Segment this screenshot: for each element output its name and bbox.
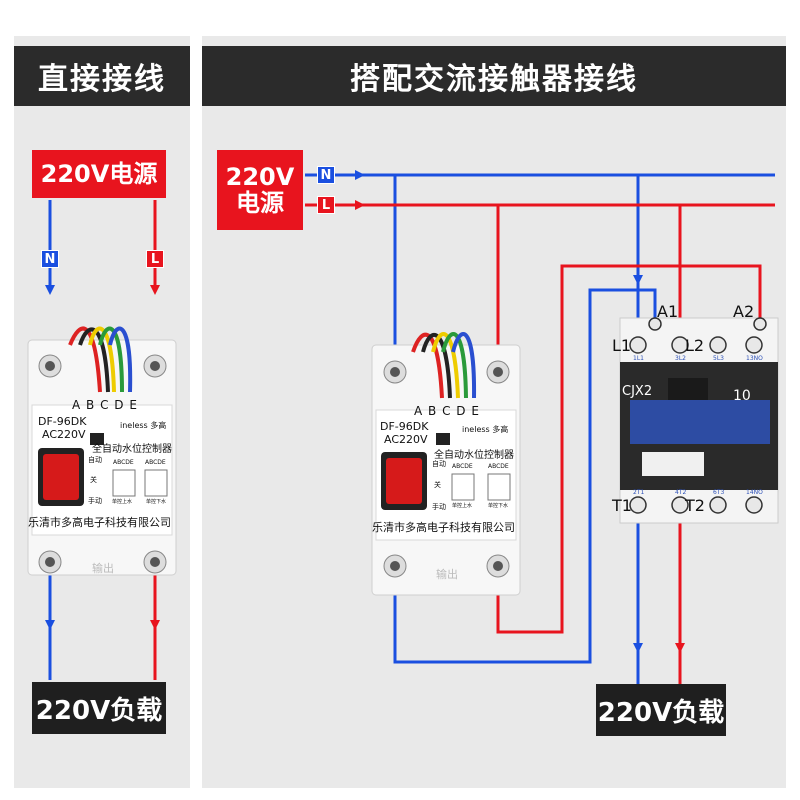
left-load-label: 220V负载 — [32, 682, 166, 734]
contactor-bottom-small-3: 6T3 — [713, 489, 725, 496]
contactor-bottom-small-4: 14NO — [746, 489, 763, 496]
contactor-top-small-3: 5L3 — [713, 355, 724, 362]
contactor-l1-label: L1 — [612, 336, 632, 355]
right-l-tag: L — [317, 196, 335, 214]
contactor-top-small-1: 1L1 — [633, 355, 644, 362]
left-brand: ineless 多高 — [120, 421, 167, 430]
right-brand: ineless 多高 — [462, 425, 509, 434]
contactor-rating: 10 — [733, 388, 751, 404]
left-output-text: 输出 — [92, 562, 114, 575]
right-model: DF-96DK — [380, 420, 429, 433]
contactor-t1-label: T1 — [612, 496, 632, 515]
contactor-terminals — [629, 317, 767, 514]
right-source-line2: 电源 — [236, 189, 284, 217]
left-model: DF-96DK — [38, 415, 87, 428]
right-source-label: 220V 电源 — [217, 150, 303, 230]
right-output-text: 输出 — [436, 568, 458, 581]
left-diagram-letters-1: ABCDE — [113, 459, 134, 466]
right-diagram-letters-2: ABCDE — [488, 463, 509, 470]
right-mode-auto: 自动 — [432, 460, 446, 468]
right-mode-off: 关 — [434, 481, 441, 489]
left-mode-off: 关 — [90, 476, 97, 484]
contactor-top-small-2: 3L2 — [675, 355, 686, 362]
right-load-label: 220V负载 — [596, 684, 726, 736]
left-panel-title: 直接接线 — [14, 46, 190, 106]
right-controller — [371, 332, 521, 596]
left-wire-letters: A B C D E — [72, 398, 138, 412]
left-caption-up: 单控上水 — [112, 499, 133, 505]
right-caption-down: 单控下水 — [488, 503, 509, 509]
left-voltage: AC220V — [42, 428, 86, 441]
contactor-output-wires — [633, 520, 685, 684]
left-l-tag: L — [146, 250, 164, 268]
left-product-name: 全自动水位控制器 — [92, 444, 172, 455]
right-panel-title: 搭配交流接触器接线 — [202, 46, 786, 106]
coil-a1-wire — [393, 288, 657, 664]
left-controller — [27, 326, 177, 576]
contactor-t2-label: T2 — [685, 496, 705, 515]
right-diagram-letters-1: ABCDE — [452, 463, 473, 470]
left-caption-down: 单控下水 — [146, 499, 167, 505]
contactor-model: CJX2 — [622, 384, 653, 399]
left-source-label: 220V电源 — [32, 150, 166, 198]
right-product-name: 全自动水位控制器 — [434, 450, 514, 461]
left-mode-auto: 自动 — [88, 456, 102, 464]
contactor-l2-label: L2 — [685, 336, 705, 355]
contactor-bottom-small-2: 4T2 — [675, 489, 687, 496]
right-mode-manual: 手动 — [432, 503, 446, 511]
coil-a2-wire — [496, 264, 762, 634]
right-caption-up: 单控上水 — [452, 503, 473, 509]
right-source-line1: 220V — [225, 162, 295, 191]
contactor-top-small-4: 13NO — [746, 355, 763, 362]
right-voltage: AC220V — [384, 433, 428, 446]
left-mode-manual: 手动 — [88, 497, 102, 505]
contactor-bottom-small-1: 2T1 — [633, 489, 645, 496]
left-n-tag: N — [41, 250, 59, 268]
contactor-a2-label: A2 — [733, 302, 755, 321]
left-company: 乐清市多高电子科技有限公司 — [28, 516, 171, 529]
right-n-tag: N — [317, 166, 335, 184]
right-wire-letters: A B C D E — [414, 404, 480, 418]
left-diagram-letters-2: ABCDE — [145, 459, 166, 466]
right-company: 乐清市多高电子科技有限公司 — [372, 521, 515, 534]
contactor-a1-label: A1 — [657, 302, 679, 321]
